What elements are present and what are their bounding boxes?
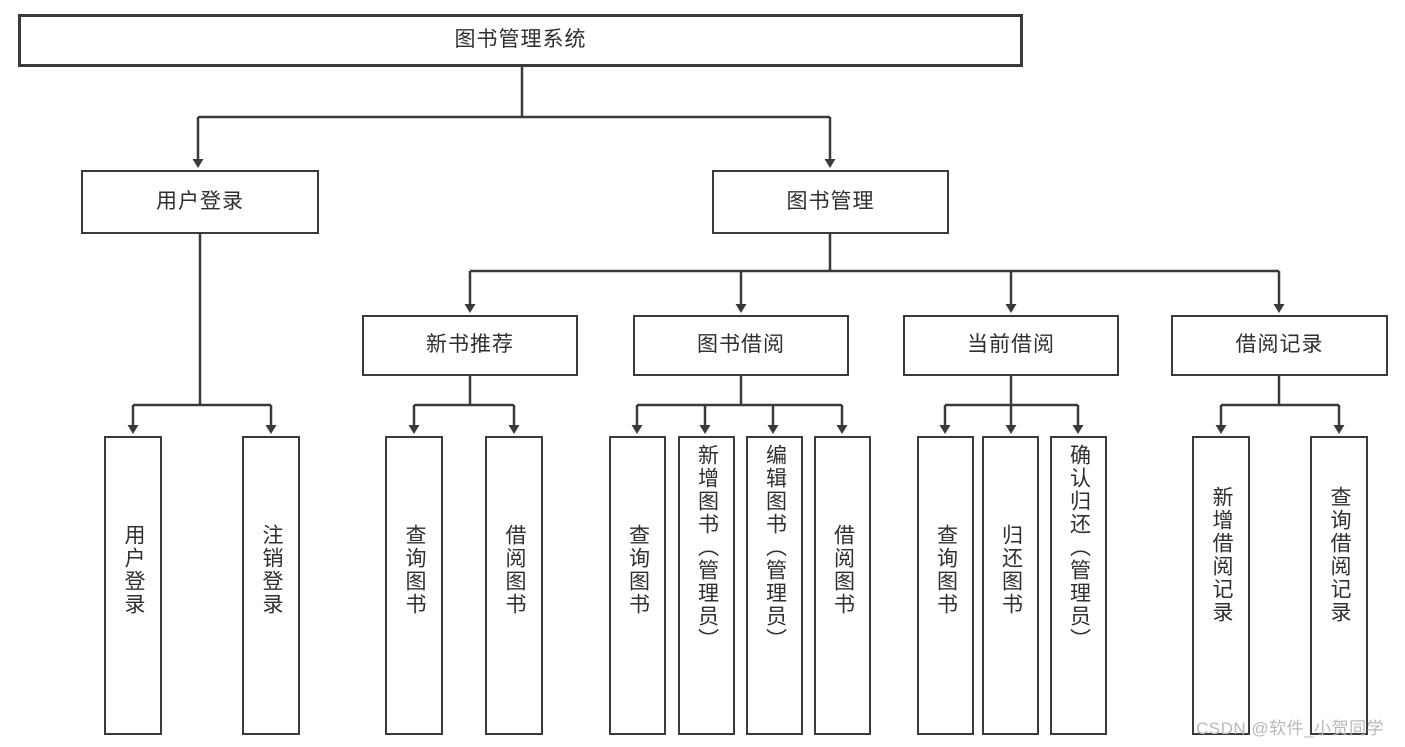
node-leaf-query-book-borrow-label: 查询图书 — [626, 524, 650, 616]
node-leaf-query-book-current[interactable]: 查询图书 — [917, 436, 974, 735]
node-leaf-logout[interactable]: 注销登录 — [242, 436, 300, 735]
node-new-book-recommend[interactable]: 新书推荐 — [362, 315, 578, 376]
node-book-borrow[interactable]: 图书借阅 — [633, 315, 849, 376]
node-leaf-add-book[interactable]: 新增图书（管理员） — [678, 436, 735, 735]
node-leaf-add-borrow-record-label: 新增借阅记录 — [1210, 486, 1234, 624]
node-user-login[interactable]: 用户登录 — [81, 170, 319, 234]
node-current-borrow[interactable]: 当前借阅 — [903, 315, 1119, 376]
node-leaf-add-borrow-record[interactable]: 新增借阅记录 — [1192, 436, 1250, 735]
node-leaf-query-book-borrow[interactable]: 查询图书 — [609, 436, 666, 735]
node-leaf-edit-book[interactable]: 编辑图书（管理员） — [746, 436, 803, 735]
node-root[interactable]: 图书管理系统 — [18, 14, 1023, 67]
node-user-login-label: 用户登录 — [156, 189, 244, 213]
node-leaf-user-login[interactable]: 用户登录 — [104, 436, 162, 735]
node-leaf-logout-label: 注销登录 — [260, 524, 284, 616]
watermark-text: CSDN @软件_小贺同学 — [1196, 719, 1385, 738]
node-leaf-borrow-book[interactable]: 借阅图书 — [814, 436, 871, 735]
node-leaf-return-book-label: 归还图书 — [999, 524, 1023, 616]
node-current-borrow-label: 当前借阅 — [967, 333, 1055, 357]
node-borrow-record[interactable]: 借阅记录 — [1171, 315, 1388, 376]
node-leaf-borrow-book-label: 借阅图书 — [831, 524, 855, 616]
node-leaf-confirm-return[interactable]: 确认归还（管理员） — [1050, 436, 1107, 735]
node-book-management[interactable]: 图书管理 — [712, 170, 949, 234]
node-leaf-user-login-label: 用户登录 — [122, 524, 146, 616]
node-book-management-label: 图书管理 — [786, 189, 875, 213]
node-leaf-query-book-current-label: 查询图书 — [934, 524, 958, 616]
node-leaf-confirm-return-label: 确认归还（管理员） — [1067, 444, 1091, 651]
node-root-label: 图书管理系统 — [454, 28, 587, 52]
node-leaf-query-borrow-record-label: 查询借阅记录 — [1328, 486, 1352, 624]
node-leaf-edit-book-label: 编辑图书（管理员） — [763, 444, 787, 651]
node-borrow-record-label: 借阅记录 — [1235, 333, 1324, 357]
node-leaf-query-book-recommend[interactable]: 查询图书 — [385, 436, 443, 735]
node-leaf-return-book[interactable]: 归还图书 — [982, 436, 1039, 735]
node-leaf-borrow-book-recommend-label: 借阅图书 — [503, 524, 527, 616]
node-book-borrow-label: 图书借阅 — [697, 333, 785, 357]
node-leaf-add-book-label: 新增图书（管理员） — [695, 444, 719, 651]
node-leaf-borrow-book-recommend[interactable]: 借阅图书 — [485, 436, 543, 735]
node-leaf-query-book-recommend-label: 查询图书 — [403, 524, 427, 616]
node-new-book-recommend-label: 新书推荐 — [426, 333, 514, 357]
node-leaf-query-borrow-record[interactable]: 查询借阅记录 — [1310, 436, 1368, 735]
